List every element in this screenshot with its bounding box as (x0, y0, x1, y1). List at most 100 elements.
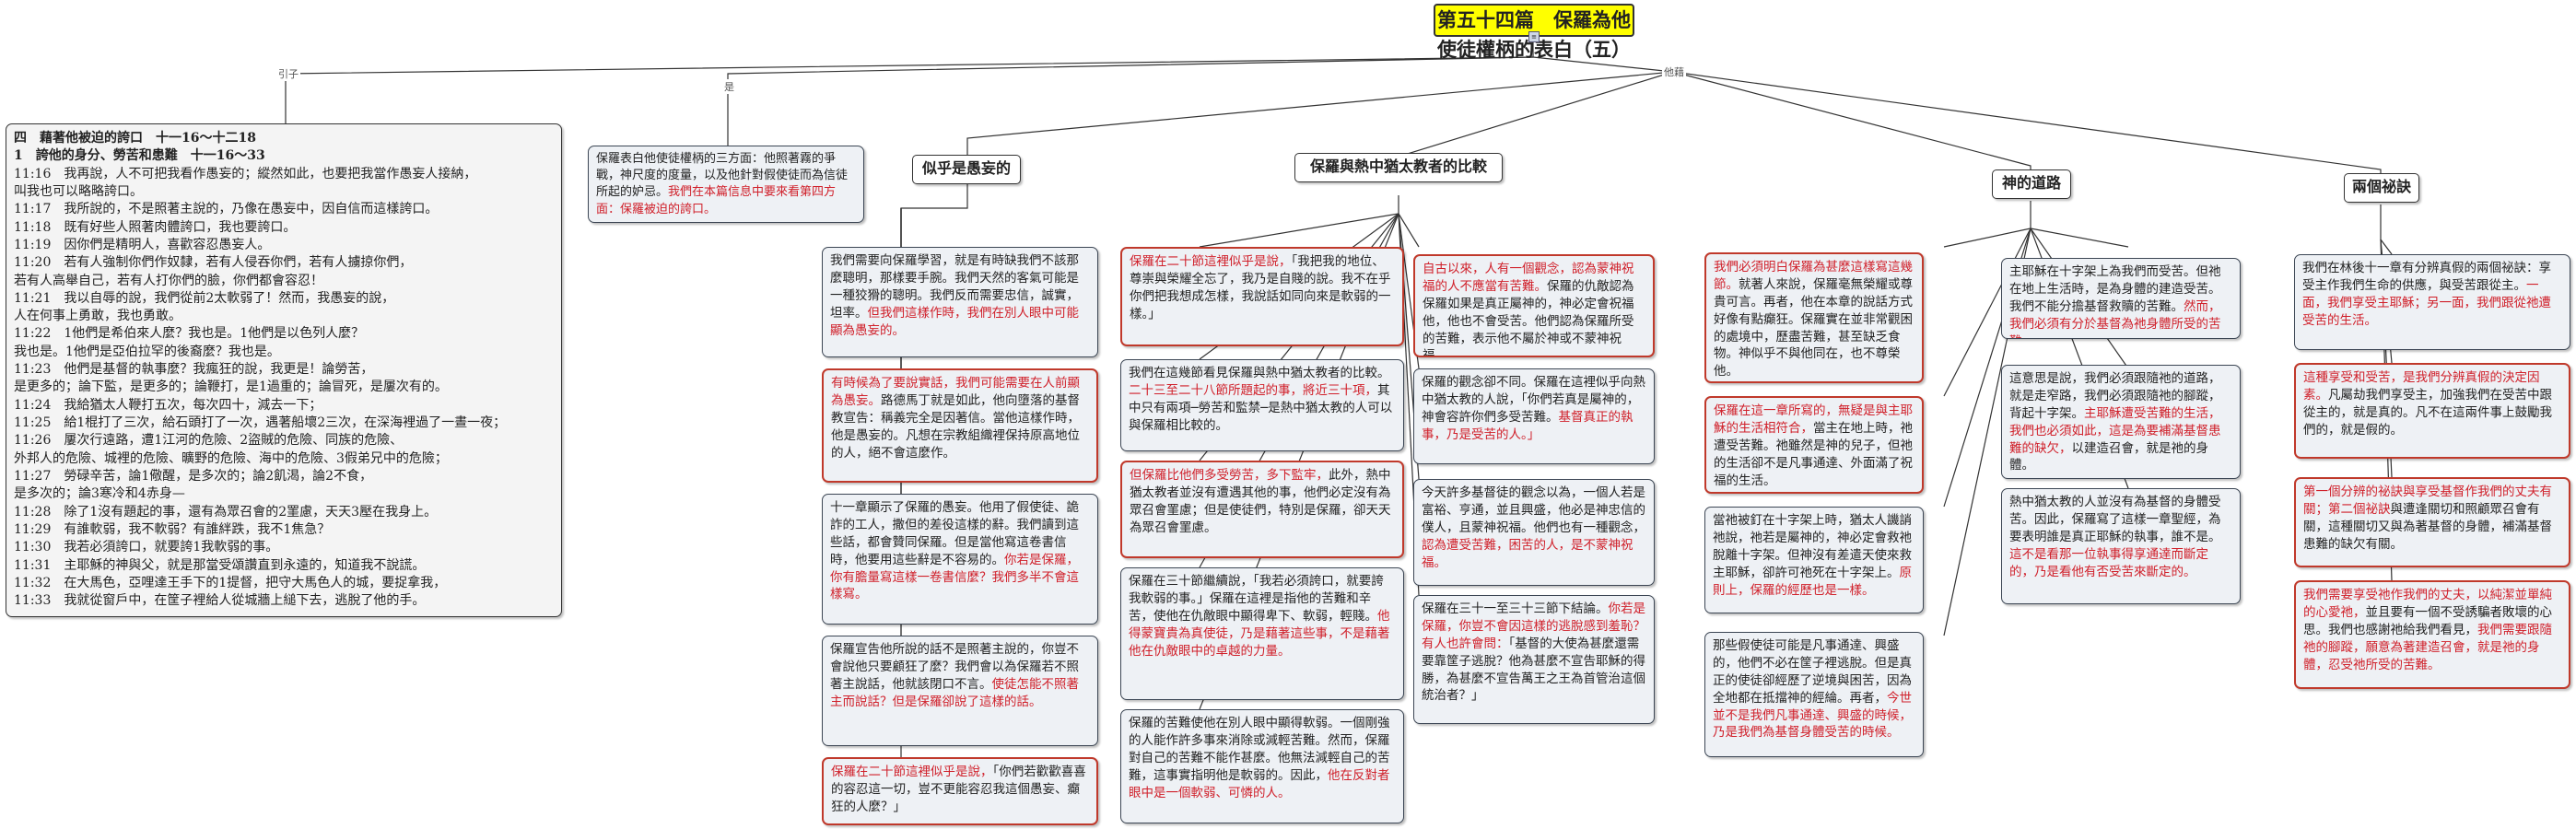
note-highlight: 一面，我們享受主耶穌；另一面，我們跟從祂遭受苦的生活。 (2302, 277, 2551, 328)
note-highlight: 他得蒙寶貴為真使徒，乃是藉著這些事，不是藉著他在仇敵眼中的卓越的力量。 (1129, 608, 1390, 659)
category-two-secrets[interactable]: 兩個祕訣 (2344, 173, 2419, 203)
note-text: 我們在這幾節看見保羅與熱中猶太教者的比較。 (1129, 366, 1390, 380)
col2b-note-3[interactable]: 保羅在三十一至三十三節下結論。你若是保羅，你豈不會因這樣的逃脫感到羞恥？有人也許… (1413, 595, 1655, 724)
note-text: 「你們若歡歡喜喜的容忍這一切，豈不更能容忍我這個愚妄、癲狂的人麼？」 (831, 765, 1086, 814)
note-highlight: 主耶穌遭受苦難的生活，我們也必須如此，這是為要補滿基督患難的缺欠， (2009, 405, 2221, 456)
intro-note-text: 保羅表白他使徒權柄的三方面：他照著霧的爭戰，神尺度的度量，以及他針對假使徒而為信… (596, 152, 849, 200)
verse-line: 叫我也可以略略誇口。 (14, 183, 143, 199)
category-seemingly-foolish[interactable]: 似乎是愚妄的 (912, 155, 1021, 184)
col2b-note-0[interactable]: 自古以來，人有一個觀念，認為蒙神祝福的人不應當有苦難。保羅的仇敵認為保羅如果是真… (1413, 254, 1655, 357)
scripture-subheading: 1 誇他的身分、勞苦和患難 十一16～33 (14, 148, 265, 164)
note-text: 我們需要向保羅學習，就是有時缺我們不該那麼聰明，那樣要手腕。我們天然的客氣可能是… (830, 253, 1079, 321)
note-text: 保羅宣告他所說的話不是照著主說的，你豈不會說他只要顧狂了麼？我們會以為保羅若不照… (830, 642, 1079, 692)
col1-note-4[interactable]: 保羅在二十節這裡似乎是說，「你們若歡歡喜喜的容忍這一切，豈不更能容忍我這個愚妄、… (822, 757, 1098, 825)
col3a-note-3[interactable]: 那些假使徒可能是凡事通達、興盛的，他們不必在筐子裡逃脫。但是真正的使徒卻經歷了逆… (1704, 632, 1924, 757)
branch-label-shi: 是 (722, 79, 736, 94)
note-text: 其中只有兩項─勞苦和監禁─是熱中猶太教的人可以與保羅相比較的。 (1129, 382, 1393, 433)
verse-line: 11:29 有誰軟弱，我不軟弱？有誰絆跌，我不1焦急？ (14, 521, 331, 537)
note-text: 這意思是說，我們必須跟隨祂的道路，就是走窄路，我們必須跟隨祂的腳蹤，背起十字架。 (2009, 371, 2221, 421)
verse-line: 11:18 既有好些人照著肉體誇口，我也要誇口。 (14, 219, 297, 235)
note-highlight: 原則上，保羅的經歷也是一樣。 (1713, 565, 1912, 598)
col4-note-0[interactable]: 我們在林後十一章有分辨真假的兩個祕訣：享受主作我們生命的供應，與受苦跟從主。一面… (2294, 254, 2570, 350)
category-gods-way[interactable]: 神的道路 (1992, 169, 2071, 199)
note-highlight: 我們需要跟隨祂的腳蹤，願意為著建造召會，就是祂的身體，忍受祂所受的苦難。 (2303, 622, 2552, 672)
note-highlight: 但我們這樣作時，我們在別人眼中可能顯為愚妄的。 (830, 305, 1079, 338)
verse-line: 11:20 若有人強制你們作奴隸，若有人侵吞你們，若有人擄掠你們， (14, 255, 413, 271)
col2b-note-2[interactable]: 今天許多基督徒的觀念以為，一個人若是富裕、亨通，並且興盛，他必是神忠信的僕人，且… (1413, 479, 1655, 586)
branch-label-yinzi: 引子 (276, 66, 300, 81)
intro-note-highlight: 我們在本篇信息中要來看第四方面：保羅被迫的誇口。 (596, 185, 837, 216)
verse-line: 11:24 我給猶太人鞭打五次，每次四十，減去一下； (14, 397, 322, 413)
note-text: 以建造召會，就是祂的身體。 (2009, 440, 2208, 473)
verse-line: 11:23 他們是基督的執事麼？我瘋狂的說，我更是！論勞苦， (14, 362, 374, 378)
verse-line: 11:22 1他們是希伯來人麼？我也是。1他們是以色列人麼？ (14, 326, 365, 342)
note-highlight: 基督真正的執事，乃是受苦的人。」 (1422, 409, 1633, 442)
verse-line: 11:32 在大馬色，亞哩達王手下的1提督，把守大馬色人的城，要捉拿我， (14, 575, 447, 590)
note-highlight: 二十三至二十八節所題起的事，將近三十項， (1129, 382, 1377, 398)
note-highlight: 他在反對者眼中是一個軟弱、可憐的人。 (1129, 767, 1390, 800)
col2b-note-1[interactable]: 保羅的觀念卻不同。保羅在這裡似乎向熱中猶太教的人說，「你們若真是屬神的，神會容許… (1413, 368, 1655, 464)
note-highlight: 有時候為了要說實話，我們可能需要在人前顯為愚妄。 (831, 376, 1080, 408)
col3a-note-2[interactable]: 當祂被釘在十字架上時，猶太人譏誚祂說，祂若是屬神的，神必定會救祂脫離十字架。但神… (1704, 507, 1924, 613)
note-highlight: 我們必須明白保羅為甚麼這樣寫這幾節。 (1714, 260, 1913, 292)
verse-line: 是多次的；論3寒冷和4赤身— (14, 486, 185, 502)
verse-line: 11:33 我就從窗戶中，在筐子裡給人從城牆上縋下去，逃脫了他的手。 (14, 593, 426, 609)
note-highlight: 保羅在二十節這裡似乎是說， (831, 765, 993, 779)
note-highlight: 第一個分辨的祕訣與享受基督作我們的丈夫有關；第二個祕訣 (2303, 485, 2552, 517)
col4-note-3[interactable]: 我們需要享受祂作我們的丈夫，以純潔並單純的心愛祂，並且要有一個不受誘騙者敗壞的心… (2294, 580, 2570, 689)
note-highlight: 保羅在這一章所寫的，無疑是與主耶穌的生活相符合， (1714, 403, 1913, 436)
verse-line: 11:26 屢次行遠路，遭1江河的危險、2盜賊的危險、同族的危險、 (14, 433, 404, 449)
col2a-note-2[interactable]: 但保羅比他們多受勞苦，多下監牢，此外，熱中猶太教者並沒有遭遇其他的事，他們必定沒… (1120, 461, 1404, 558)
note-highlight: 然而，我們必須有分於基督為祂身體所受的苦難。 (2009, 298, 2221, 338)
note-text: 凡屬劫我們享受主，加強我們在受苦中跟從主的，就是真的。凡不在這兩件事上鼓勵我們的… (2303, 387, 2552, 438)
verse-line: 人在何事上勇敢，我也勇敢。 (14, 309, 181, 324)
note-text: 並且要有一個不受誘騙者敗壞的心思。我們也感謝祂給我們看見， (2303, 604, 2552, 637)
col4-note-1[interactable]: 這種享受和受苦，是我們分辨真假的決定因素。凡屬劫我們享受主，加強我們在受苦中跟從… (2294, 363, 2570, 459)
col1-note-3[interactable]: 保羅宣告他所說的話不是照著主說的，你豈不會說他只要顧狂了麼？我們會以為保羅若不照… (822, 636, 1098, 746)
note-text: 「基督的大使為甚麼還需要靠筐子逃脫？他為甚麼不宣告耶穌的得勝，為甚麼不宣告萬王之… (1422, 636, 1645, 704)
root-title[interactable]: 第五十四篇 保羅為他使徒權柄的表白（五） (1434, 4, 1634, 61)
verse-line: 11:30 我若必須誇口，就要誇1我軟弱的事。 (14, 540, 279, 555)
col2a-note-0[interactable]: 保羅在二十節這裡似乎是說，「我把我的地位、尊崇與榮耀全忘了，我乃是自賤的說。我不… (1120, 247, 1404, 346)
verse-line: 我也是。1他們是亞伯拉罕的後裔麼？我也是。 (14, 344, 280, 359)
col4-note-2[interactable]: 第一個分辨的祕訣與享受基督作我們的丈夫有關；第二個祕訣與遭逢關切和照顧眾召會有關… (2294, 477, 2570, 567)
note-text: 那些假使徒可能是凡事通達、興盛的，他們不必在筐子裡逃脫。但是真正的使徒卻經歷了逆… (1713, 638, 1912, 706)
verse-line: 11:28 除了1沒有題起的事，還有為眾召會的2罣慮，天天3壓在我身上。 (14, 504, 438, 520)
document-icon: ≡ (1528, 31, 1540, 42)
note-highlight: 使徒怎能不照著主而說話？但是保羅卻說了這樣的話。 (830, 676, 1079, 709)
note-highlight: 你若是保羅，你有膽量寫這樣一卷書信麼？我們多半不會這樣寫。 (830, 552, 1079, 602)
col3b-note-1[interactable]: 這意思是說，我們必須跟隨祂的道路，就是走窄路，我們必須跟隨祂的腳蹤，背起十字架。… (2001, 365, 2241, 479)
category-comparison[interactable]: 保羅與熱中猶太教者的比較 (1294, 153, 1503, 182)
note-text: 保羅的苦難使他在別人眼中顯得軟弱。一個剛強的人能作許多事來消除或減輕苦難。然而，… (1129, 716, 1390, 783)
col3b-note-2[interactable]: 熱中猶太教的人並沒有為基督的身體受苦。因此，保羅寫了這樣一章聖經，為要表明誰是真… (2001, 488, 2241, 604)
note-highlight: 這不是看那一位執事得享通達而斷定的，乃是看他有否受苦來斷定的。 (2009, 546, 2208, 579)
verse-line: 11:16 我再說，人不可把我看作愚妄的；縱然如此，也要把我當作愚妄人接納， (14, 166, 477, 181)
note-highlight: 但保羅比他們多受勞苦，多下監牢， (1130, 468, 1329, 483)
col2a-note-4[interactable]: 保羅的苦難使他在別人眼中顯得軟弱。一個剛強的人能作許多事來消除或減輕苦難。然而，… (1120, 709, 1404, 823)
verse-line: 11:25 給1棍打了三次，給石頭打了一次，遇著船壞2三次，在深海裡過了一晝一夜… (14, 415, 507, 430)
verse-line: 11:31 主耶穌的神與父，就是那當受頌讚直到永遠的，知道我不說謊。 (14, 557, 426, 573)
note-text: 十一章顯示了保羅的愚妄。他用了假使徒、詭詐的工人，撒但的差役這樣的辭。我們讀到這… (830, 500, 1079, 567)
note-highlight: 你若是保羅，你豈不會因這樣的逃脫感到羞恥？有人也許會問： (1422, 601, 1645, 651)
note-text: 此外，熱中猶太教者並沒有遭遇其他的事，他們必定沒有為眾召會罣慮；但是使徒們，特別… (1130, 468, 1391, 535)
note-text: 路德馬丁就是如此，他向墮落的基督教宣告：稱義完全是因著信。當他這樣作時，他是愚妄… (831, 392, 1080, 461)
col3a-note-0[interactable]: 我們必須明白保羅為甚麼這樣寫這幾節。就著人來說，保羅毫無榮耀或尊貴可言。再者，他… (1704, 252, 1924, 383)
col1-note-0[interactable]: 我們需要向保羅學習，就是有時缺我們不該那麼聰明，那樣要手腕。我們天然的客氣可能是… (822, 247, 1098, 357)
col1-note-2[interactable]: 十一章顯示了保羅的愚妄。他用了假使徒、詭詐的工人，撒但的差役這樣的辭。我們讀到這… (822, 494, 1098, 625)
col3b-note-0[interactable]: 主耶穌在十字架上為我們而受苦。但祂在地上生活時，是為身體的建造受苦。我們不能分擔… (2001, 258, 2241, 339)
note-highlight: 自古以來，人有一個觀念，認為蒙神祝福的人不應當有苦難。 (1423, 262, 1634, 294)
note-text: 與遭逢關切和照顧眾召會有關，這種關切又與為著基督的身體，補滿基督患難的缺欠有關。 (2303, 501, 2552, 552)
note-text: 主耶穌在十字架上為我們而受苦。但祂在地上生活時，是為身體的建造受苦。我們不能分擔… (2009, 264, 2221, 314)
note-text: 保羅在三十一至三十三節下結論。 (1422, 601, 1609, 616)
col1-note-1[interactable]: 有時候為了要說實話，我們可能需要在人前顯為愚妄。路德馬丁就是如此，他向墮落的基督… (822, 368, 1098, 483)
col2a-note-1[interactable]: 我們在這幾節看見保羅與熱中猶太教者的比較。二十三至二十八節所題起的事，將近三十項… (1120, 359, 1404, 451)
note-highlight: 這種享受和受苦，是我們分辨真假的決定因素。 (2303, 370, 2540, 403)
note-text: 就著人來說，保羅毫無榮耀或尊貴可言。再者，他在本章的說話方式好像有點癲狂。保羅實… (1714, 276, 1913, 379)
verse-line: 11:19 因你們是精明人，喜歡容忍愚妄人。 (14, 237, 271, 252)
intro-note[interactable]: 保羅表白他使徒權柄的三方面：他照著霧的爭戰，神尺度的度量，以及他針對假使徒而為信… (588, 146, 864, 223)
note-highlight: 保羅在二十節這裡似乎是說， (1130, 254, 1292, 269)
note-text: 今天許多基督徒的觀念以為，一個人若是富裕、亨通，並且興盛，他必是神忠信的僕人，且… (1422, 485, 1645, 535)
col3a-note-1[interactable]: 保羅在這一章所寫的，無疑是與主耶穌的生活相符合，當主在地上時，祂遭受苦難。祂雖然… (1704, 396, 1924, 494)
note-text: 「我把我的地位、尊崇與榮耀全忘了，我乃是自賤的說。我不在乎你們把我想成怎樣，我說… (1130, 254, 1391, 321)
col2a-note-3[interactable]: 保羅在三十節繼續說，「我若必須誇口，就要誇我軟弱的事。」保羅在這裡是指他的苦難和… (1120, 567, 1404, 700)
